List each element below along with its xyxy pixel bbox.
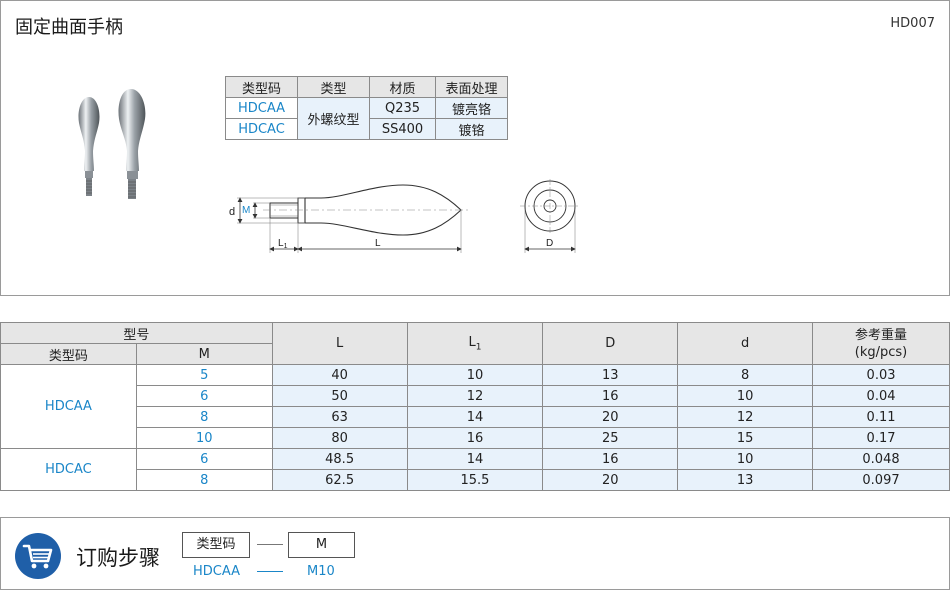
type-table: 类型码 类型 材质 表面处理 HDCAA 外螺纹型 Q235 镀亮铬 HDCAC… xyxy=(225,76,508,140)
L1-cell: 14 xyxy=(406,406,544,428)
D-cell: 20 xyxy=(542,406,679,428)
order-title: 订购步骤 xyxy=(76,546,160,570)
m-cell: 8 xyxy=(135,406,273,428)
weight-cell: 0.04 xyxy=(812,385,950,407)
finish-cell: 镀铬 xyxy=(435,118,508,140)
type-table-header: 表面处理 xyxy=(435,76,508,98)
d-cell: 15 xyxy=(677,427,814,449)
L-cell: 63 xyxy=(271,406,408,428)
material-cell: SS400 xyxy=(369,118,436,140)
order-separator xyxy=(257,544,283,545)
dim-d-label: d xyxy=(229,206,235,218)
m-cell: 8 xyxy=(135,469,273,491)
d-cell: 13 xyxy=(677,469,814,491)
m-subheader: M xyxy=(135,343,273,365)
col-L1-header: L1 xyxy=(406,322,544,365)
order-box-m: M xyxy=(288,532,355,558)
product-overview-panel: 固定曲面手柄 HD007 xyxy=(0,0,950,296)
type-code-cell: HDCAA xyxy=(0,364,137,449)
m-cell: 6 xyxy=(135,385,273,407)
dim-D-label: D xyxy=(546,238,553,249)
col-D-header: D xyxy=(542,322,679,365)
d-cell: 8 xyxy=(677,364,814,386)
L1-cell: 14 xyxy=(406,448,544,470)
L-cell: 62.5 xyxy=(271,469,408,491)
order-box-type-code: 类型码 xyxy=(182,532,250,558)
L1-cell: 16 xyxy=(406,427,544,449)
weight-cell: 0.097 xyxy=(812,469,950,491)
shopping-cart-icon xyxy=(15,533,61,579)
col-d-header: d xyxy=(677,322,814,365)
page-title: 固定曲面手柄 xyxy=(15,17,123,38)
D-cell: 13 xyxy=(542,364,679,386)
L-cell: 48.5 xyxy=(271,448,408,470)
L-cell: 50 xyxy=(271,385,408,407)
dim-l-label: L xyxy=(375,238,381,249)
m-cell: 10 xyxy=(135,427,273,449)
L1-cell: 10 xyxy=(406,364,544,386)
product-code: HD007 xyxy=(890,16,935,31)
finish-cell: 镀亮铬 xyxy=(435,97,508,119)
material-cell: Q235 xyxy=(369,97,436,119)
D-cell: 16 xyxy=(542,448,679,470)
weight-cell: 0.17 xyxy=(812,427,950,449)
type-table-header: 类型 xyxy=(297,76,370,98)
L1-cell: 12 xyxy=(406,385,544,407)
type-code-cell: HDCAA xyxy=(225,97,298,119)
order-steps-panel: 订购步骤 类型码 M HDCAA M10 xyxy=(0,517,950,590)
order-example-m: M10 xyxy=(307,564,335,579)
type-code-cell: HDCAC xyxy=(0,448,137,491)
order-example-type-code: HDCAA xyxy=(193,564,241,579)
dim-l1-label: L1 xyxy=(278,238,288,250)
m-cell: 6 xyxy=(135,448,273,470)
col-weight-header: 参考重量(kg/pcs) xyxy=(812,322,950,365)
m-cell: 5 xyxy=(135,364,273,386)
weight-cell: 0.03 xyxy=(812,364,950,386)
type-table-header: 类型码 xyxy=(225,76,298,98)
model-group-header: 型号 xyxy=(0,322,273,344)
d-cell: 10 xyxy=(677,448,814,470)
technical-drawing: d M L1 L D xyxy=(229,179,580,253)
dim-m-label: M xyxy=(242,205,250,216)
col-L-header: L xyxy=(271,322,408,365)
order-example-separator xyxy=(257,571,283,572)
weight-cell: 0.11 xyxy=(812,406,950,428)
L-cell: 80 xyxy=(271,427,408,449)
product-photo xyxy=(78,89,146,199)
d-cell: 10 xyxy=(677,385,814,407)
type-table-header: 材质 xyxy=(369,76,436,98)
D-cell: 25 xyxy=(542,427,679,449)
L1-cell: 15.5 xyxy=(406,469,544,491)
type-code-cell: HDCAC xyxy=(225,118,298,140)
L-cell: 40 xyxy=(271,364,408,386)
D-cell: 16 xyxy=(542,385,679,407)
type-code-subheader: 类型码 xyxy=(0,343,137,365)
d-cell: 12 xyxy=(677,406,814,428)
D-cell: 20 xyxy=(542,469,679,491)
weight-cell: 0.048 xyxy=(812,448,950,470)
type-cell: 外螺纹型 xyxy=(297,97,370,140)
